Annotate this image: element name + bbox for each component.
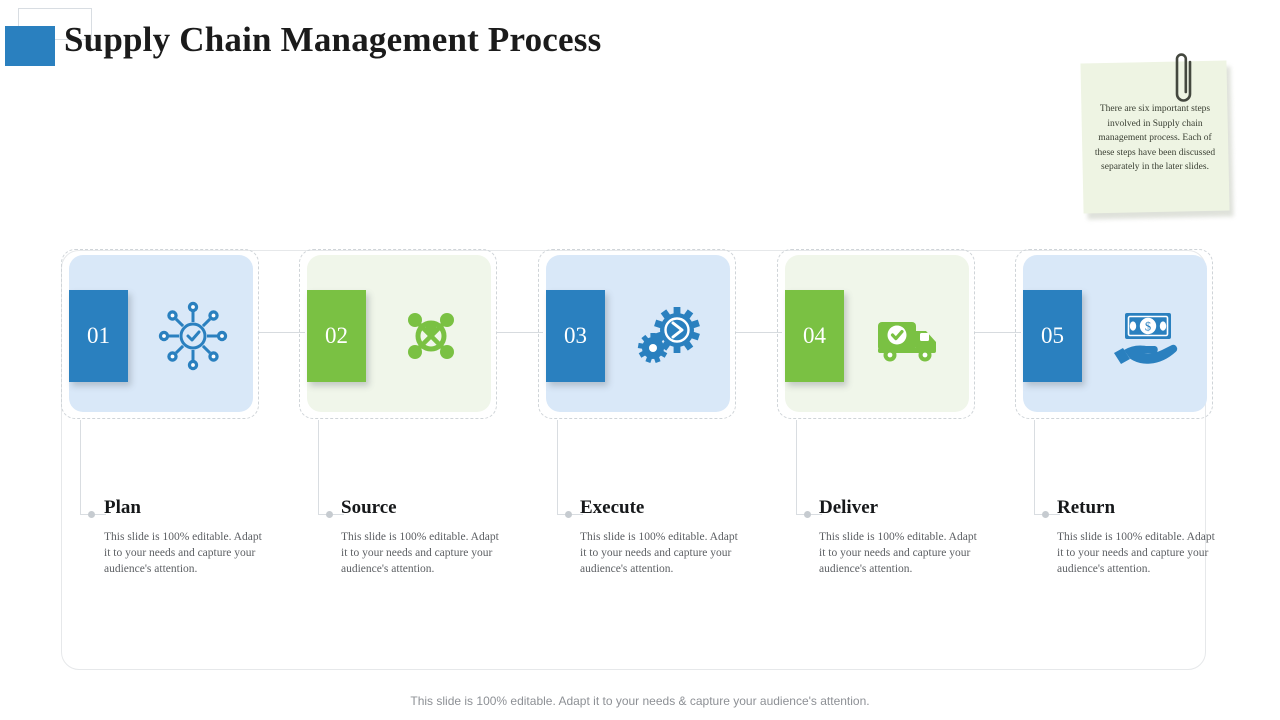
sticky-note: There are six important steps involved i…: [1080, 53, 1234, 220]
step-connector-stem: [1034, 420, 1035, 514]
step-number-box: 05: [1023, 290, 1082, 382]
delivery-truck-check-icon: [870, 298, 948, 374]
paperclip-icon: [1175, 53, 1192, 102]
step-body-source: This slide is 100% editable. Adapt it to…: [341, 531, 499, 576]
content-frame: [61, 250, 1206, 670]
gears-arrow-icon: [631, 298, 709, 374]
node-connection-icon: [392, 298, 470, 374]
step-number: 04: [803, 323, 826, 348]
step-card-plan[interactable]: 01: [61, 249, 259, 419]
step-title-plan: Plan: [104, 497, 141, 518]
step-body-execute: This slide is 100% editable. Adapt it to…: [580, 531, 738, 576]
step-card-source[interactable]: 02: [299, 249, 497, 419]
step-number: 01: [87, 323, 110, 348]
step-number: 03: [564, 323, 587, 348]
step-card-return[interactable]: 05 $: [1015, 249, 1213, 419]
step-card-deliver[interactable]: 04: [777, 249, 975, 419]
svg-text:$: $: [1145, 320, 1151, 334]
step-bullet-dot: [88, 511, 95, 518]
step-bullet-dot: [1042, 511, 1049, 518]
step-title-deliver: Deliver: [819, 497, 879, 518]
step-number-box: 04: [785, 290, 844, 382]
page-title: Supply Chain Management Process: [64, 20, 602, 59]
step-number-box: 03: [546, 290, 605, 382]
step-body-plan: This slide is 100% editable. Adapt it to…: [104, 531, 262, 576]
step-body-return: This slide is 100% editable. Adapt it to…: [1057, 531, 1215, 576]
step-connector-stem: [318, 420, 319, 514]
card-link-connector: [736, 332, 782, 333]
hand-holding-money-icon: $: [1108, 298, 1186, 374]
footer-note: This slide is 100% editable. Adapt it to…: [410, 694, 870, 708]
step-card-execute[interactable]: 03: [538, 249, 736, 419]
header-accent-block: [5, 26, 55, 66]
step-bullet-dot: [326, 511, 333, 518]
step-bullet-dot: [565, 511, 572, 518]
step-bullet-dot: [804, 511, 811, 518]
card-link-connector: [497, 332, 543, 333]
sticky-note-text: There are six important steps involved i…: [1094, 104, 1216, 173]
network-hub-check-icon: [154, 298, 232, 374]
step-number-box: 02: [307, 290, 366, 382]
card-link-connector: [975, 332, 1021, 333]
step-number-box: 01: [69, 290, 128, 382]
step-connector-stem: [80, 420, 81, 514]
card-link-connector: [259, 332, 305, 333]
step-title-return: Return: [1057, 497, 1116, 518]
step-title-source: Source: [341, 497, 397, 518]
step-number: 02: [325, 323, 348, 348]
step-title-execute: Execute: [580, 497, 645, 518]
step-connector-stem: [796, 420, 797, 514]
step-body-deliver: This slide is 100% editable. Adapt it to…: [819, 531, 977, 576]
step-number: 05: [1041, 323, 1064, 348]
step-connector-stem: [557, 420, 558, 514]
